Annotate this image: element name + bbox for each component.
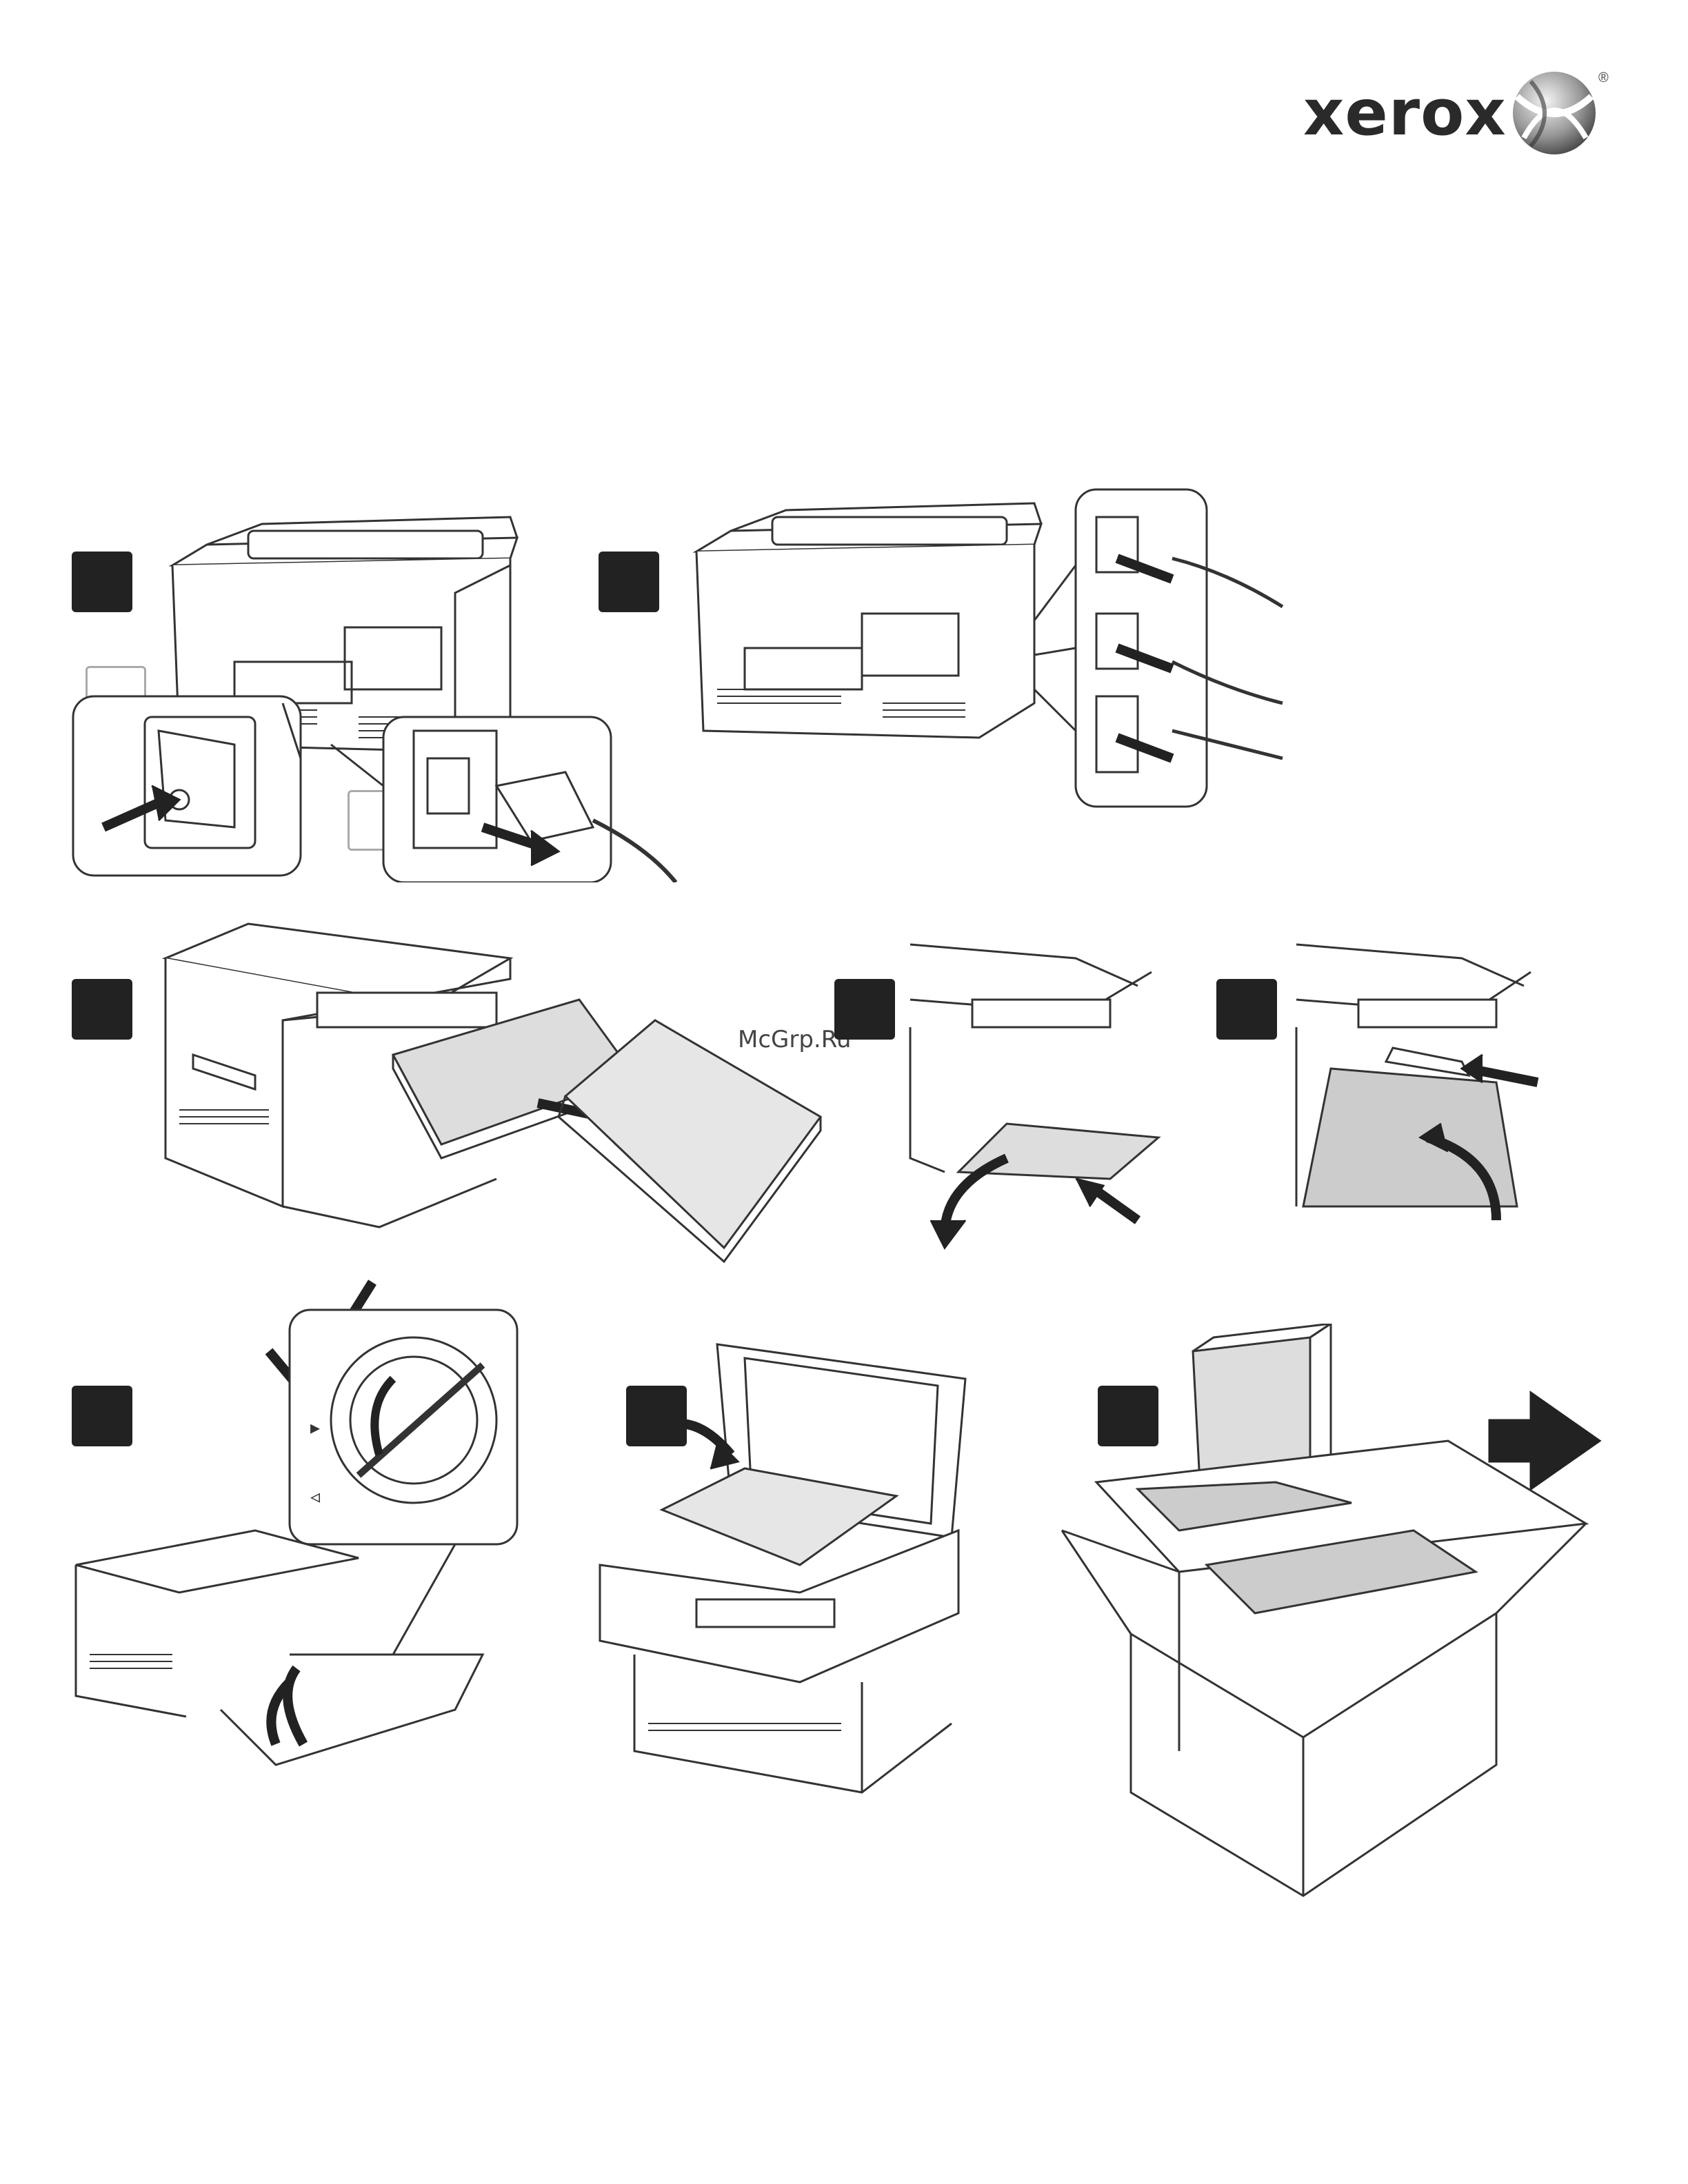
svg-text:◃: ◃ (310, 1486, 320, 1507)
tray-close-icon (903, 931, 1165, 1262)
output-tray-icon (1289, 931, 1551, 1234)
scanner-glass-icon (593, 1337, 979, 1806)
paper-tray-load-icon (152, 917, 841, 1275)
xerox-logo: xerox ® (1303, 66, 1607, 163)
brand-wordmark: xerox (1303, 76, 1507, 150)
printer-rear-power-icon (69, 496, 690, 882)
svg-text:▸: ▸ (310, 1417, 320, 1438)
xerox-sphere-icon (1510, 69, 1598, 157)
toner-lock-icon: ▸ ◃ (69, 1268, 524, 1806)
registered-mark: ® (1598, 70, 1609, 86)
step-box-4 (834, 979, 895, 1040)
step-box-5 (1216, 979, 1277, 1040)
step-box-3 (72, 979, 132, 1040)
packaging-box-icon (1048, 1324, 1620, 1930)
cable-ports-icon (676, 483, 1296, 813)
